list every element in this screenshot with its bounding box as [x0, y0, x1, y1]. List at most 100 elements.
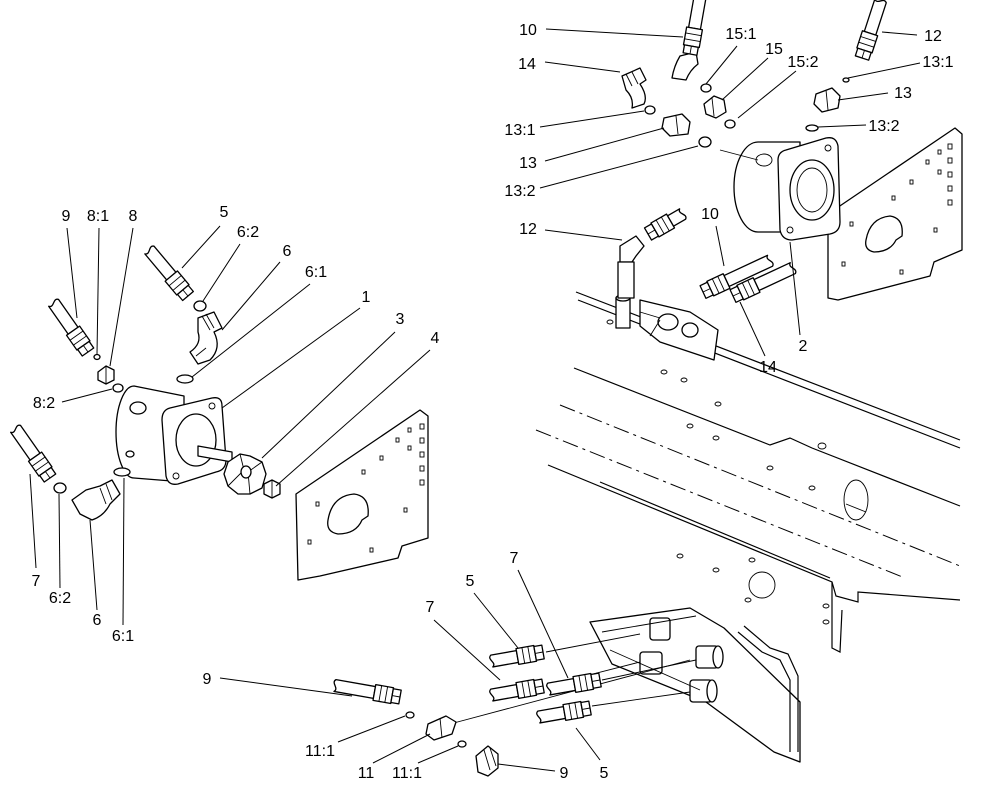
valve-body	[639, 299, 719, 361]
callout-leader-line	[575, 727, 601, 761]
phantom-connector	[591, 691, 691, 707]
ferrule-ribs	[521, 680, 532, 698]
elbow-stem	[617, 261, 635, 299]
ferrule-ribs	[378, 685, 389, 703]
callout-label: 13:2	[504, 183, 535, 200]
phantom-connector	[545, 633, 641, 653]
callout-leader-line	[219, 677, 353, 697]
plate-hole	[419, 465, 425, 472]
callout-leader-line	[517, 569, 569, 679]
callout-leader-line	[544, 61, 621, 73]
motor-pilot-inner	[796, 167, 828, 213]
plate-hole	[899, 269, 904, 275]
o-rings-bottom	[405, 711, 467, 748]
callout-label: 15:1	[725, 26, 756, 43]
ferrule-ribs	[684, 32, 702, 43]
nut-hex-line	[182, 289, 189, 297]
elbow-body	[621, 67, 647, 109]
frame-hole	[748, 557, 756, 563]
plate-hole	[925, 159, 930, 165]
hose-12-top	[854, 0, 887, 61]
hose-7-bottom-left	[489, 678, 545, 702]
hose-ferrule	[372, 683, 395, 705]
frame-phantom-line	[535, 429, 906, 579]
hose-ferrule	[515, 644, 538, 666]
o-ring-13-1	[644, 105, 656, 115]
callout-leader-line	[202, 243, 241, 302]
callout-leader-line	[58, 493, 61, 589]
plate-hole	[369, 547, 374, 553]
callout-leader-line	[181, 225, 221, 269]
hose-tube	[723, 254, 774, 288]
motor-port	[755, 153, 773, 167]
callout-label: 8	[129, 208, 138, 225]
callout-label: 13	[894, 85, 912, 102]
callout-leader-line	[109, 227, 134, 367]
callout-leader-line	[705, 45, 738, 85]
callout-leader-line	[544, 127, 665, 162]
plate-hole	[841, 261, 846, 267]
mounting-plate-left	[295, 409, 429, 581]
frame-hole	[822, 619, 830, 625]
plate-holes	[307, 423, 425, 553]
o-ring-13-2	[805, 124, 819, 132]
adapter-body	[661, 113, 691, 137]
callout-label: 11	[358, 765, 375, 782]
elbow-fitting-6-lower	[71, 479, 121, 521]
o-ring-8-2	[112, 383, 124, 393]
callout-leader-line	[61, 388, 113, 403]
valve-assembly-bottom	[589, 607, 801, 763]
frame-round-hole	[748, 571, 776, 599]
valve-port	[657, 313, 679, 331]
hose-5-left	[144, 245, 195, 302]
elbow-body	[671, 51, 699, 81]
callout-label: 5	[600, 765, 609, 782]
callout-leader-line	[417, 745, 459, 764]
frame-hole	[817, 442, 827, 450]
elbow-fitting-9-bottom	[475, 745, 499, 777]
plate-hole	[419, 423, 425, 430]
nut-hex-line	[582, 707, 591, 710]
callout-leader-line	[847, 62, 921, 79]
callout-leader-line	[122, 477, 125, 626]
plate-outline	[295, 409, 429, 581]
plate-hole	[419, 451, 425, 458]
callout-label: 10	[701, 206, 719, 223]
frame-hole	[714, 401, 722, 407]
ferrule-ribs	[741, 280, 755, 298]
ferrule-ribs	[858, 36, 876, 48]
o-rings-left	[53, 300, 207, 494]
support-rod	[743, 625, 799, 752]
callout-label: 13	[519, 155, 537, 172]
fitting-hex-line	[711, 97, 715, 117]
nut-hex-line	[45, 471, 51, 479]
plate-hole	[947, 185, 953, 192]
callout-label: 9	[203, 671, 212, 688]
callout-leader-line	[721, 57, 769, 101]
hose-ferrule	[562, 700, 585, 722]
plate-hole	[315, 501, 320, 507]
callout-leader-line	[539, 145, 699, 189]
flange-bolt-hole	[824, 144, 832, 152]
hose-tube	[536, 705, 567, 724]
callout-label: 9	[62, 208, 71, 225]
plate-hole	[937, 149, 942, 155]
frame-oval-slot-line	[845, 503, 867, 513]
fitting-11	[425, 715, 457, 741]
o-ring-15-2	[724, 119, 736, 129]
callout-leader-line	[817, 124, 867, 128]
adapter-13-right	[813, 87, 841, 113]
elbow-ribs	[483, 747, 497, 771]
hose-tube	[489, 683, 520, 702]
callout-leader-line	[789, 241, 801, 336]
callout-label: 12	[924, 28, 942, 45]
nut-hex-line	[647, 229, 656, 235]
callout-leader-line	[337, 715, 406, 743]
valve-spool	[615, 297, 631, 329]
plate-center-cutout	[865, 215, 903, 253]
hose-tube	[687, 0, 707, 31]
o-ring-13-2	[698, 136, 712, 148]
support-rod	[737, 631, 791, 752]
frame-hole	[660, 369, 668, 375]
fitting-body	[703, 95, 727, 119]
